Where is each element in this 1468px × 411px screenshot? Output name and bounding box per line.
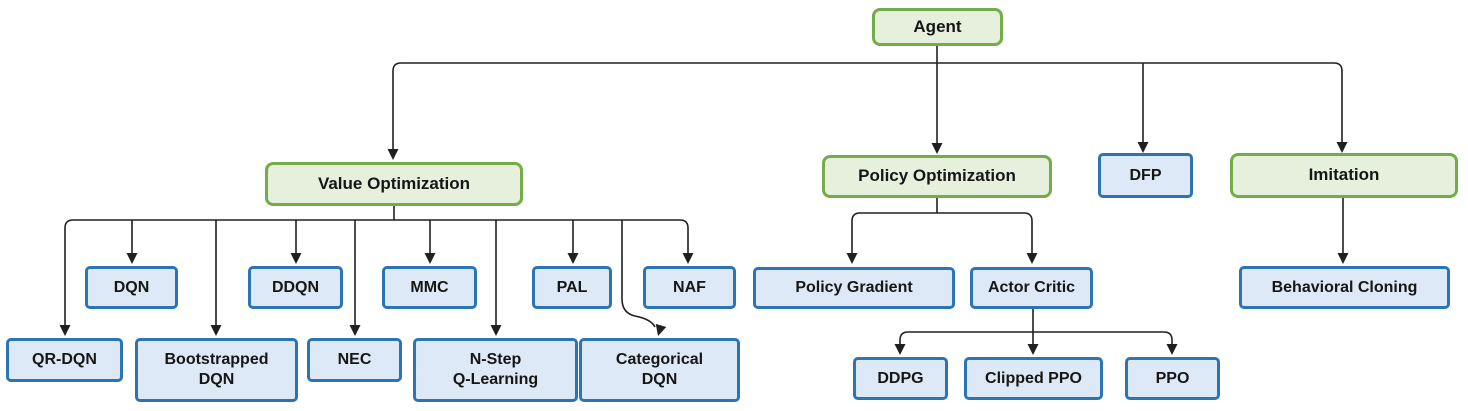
node-ddqn: DDQN: [248, 266, 343, 309]
node-dqn: DQN: [85, 266, 178, 309]
arrowhead-value-optimization: [387, 149, 399, 160]
node-mmc: MMC: [382, 266, 477, 309]
arrowhead-actor-critic: [1026, 253, 1038, 264]
arrowhead-ddpg: [894, 344, 906, 355]
edge-group-value-optimization: [59, 206, 694, 336]
arrowhead-dfp: [1137, 142, 1149, 153]
arrowhead-ddqn: [290, 253, 302, 264]
arrowhead-clipped-ppo: [1027, 344, 1039, 355]
arrowhead-policy-optimization: [931, 143, 943, 154]
arrowhead-dqn: [126, 253, 138, 264]
edge-agent-top-rail: [392, 62, 1343, 151]
arrowhead-naf: [682, 253, 694, 264]
node-qr-dqn: QR-DQN: [6, 338, 123, 382]
arrowhead-mmc: [424, 253, 436, 264]
node-actor-critic: Actor Critic: [970, 267, 1093, 309]
arrowhead-pal: [567, 253, 579, 264]
arrowhead-bootstrapped-dqn: [210, 325, 222, 336]
edge-group-imitation: [1337, 198, 1349, 264]
node-bootstrapped-dqn: Bootstrapped DQN: [135, 338, 298, 402]
node-ddpg: DDPG: [853, 357, 948, 400]
arrowhead-n-step-q-learning: [490, 325, 502, 336]
node-imitation: Imitation: [1230, 153, 1458, 198]
edge-po-rail: [851, 212, 1033, 255]
node-n-step-q-learning: N-Step Q-Learning: [413, 338, 578, 402]
edge-vo-categorical-dqn: [621, 220, 656, 328]
edge-group-policy-optimization: [846, 198, 1038, 264]
arrowhead-qr-dqn: [59, 325, 71, 336]
node-policy-optimization: Policy Optimization: [822, 155, 1052, 198]
node-ppo: PPO: [1125, 357, 1220, 400]
edge-group-agent: [387, 46, 1348, 160]
node-dfp: DFP: [1098, 153, 1193, 198]
edge-group-actor-critic: [894, 309, 1178, 355]
node-value-optimization: Value Optimization: [265, 162, 523, 206]
arrowhead-nec: [349, 325, 361, 336]
node-naf: NAF: [643, 266, 736, 309]
arrowhead-ppo: [1166, 344, 1178, 355]
node-policy-gradient: Policy Gradient: [753, 267, 955, 309]
edge-ac-rail: [899, 331, 1173, 346]
node-agent: Agent: [872, 8, 1003, 46]
arrowhead-imitation: [1336, 142, 1348, 153]
arrowhead-behavioral-cloning: [1337, 253, 1349, 264]
node-clipped-ppo: Clipped PPO: [964, 357, 1103, 400]
node-categorical-dqn: Categorical DQN: [579, 338, 740, 402]
node-behavioral-cloning: Behavioral Cloning: [1239, 266, 1450, 309]
node-pal: PAL: [532, 266, 612, 309]
edge-vo-rail: [64, 219, 689, 327]
node-nec: NEC: [307, 338, 402, 382]
arrowhead-categorical-dqn: [655, 323, 667, 336]
arrowhead-policy-gradient: [846, 253, 858, 264]
